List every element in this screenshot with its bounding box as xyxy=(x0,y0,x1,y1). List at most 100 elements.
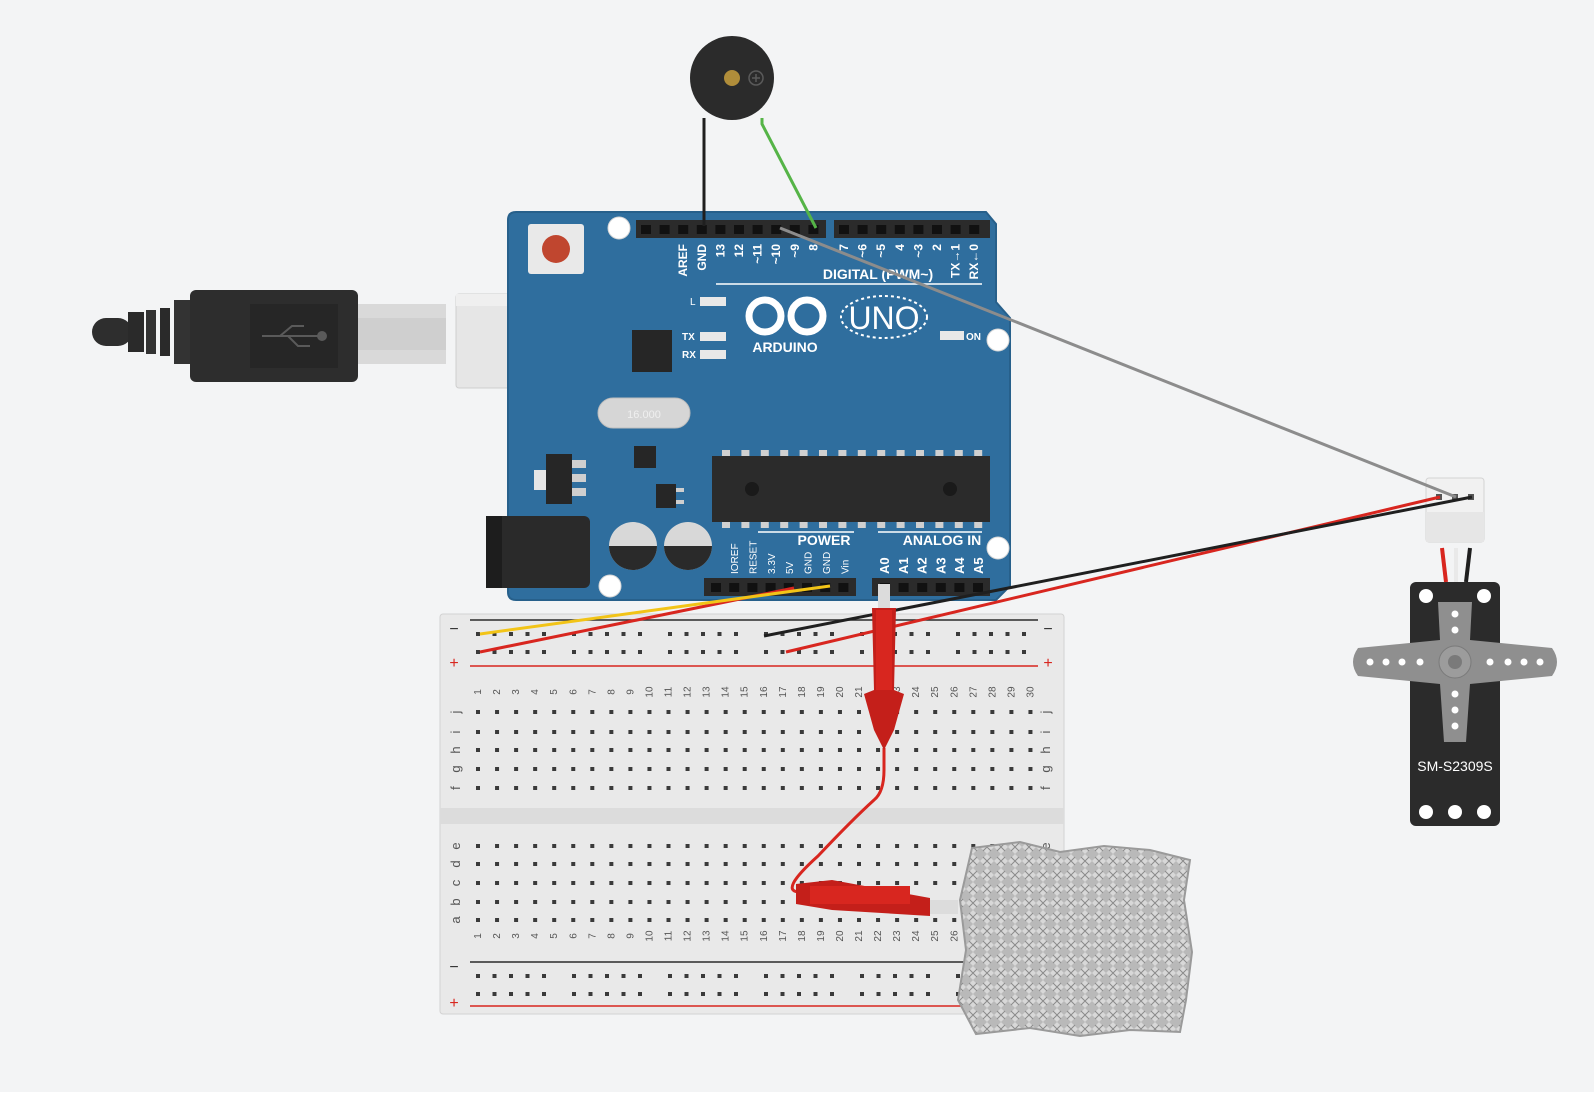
svg-text:16.000: 16.000 xyxy=(627,409,661,421)
digital-pin-label: ~5 xyxy=(874,244,888,258)
svg-text:23: 23 xyxy=(892,930,903,942)
usb-interface-chip xyxy=(632,330,672,372)
analog-pin-label: A1 xyxy=(896,557,911,574)
svg-text:7: 7 xyxy=(587,933,598,939)
led-rx-label: RX xyxy=(682,350,696,361)
power-pin-label: GND xyxy=(804,552,815,574)
led-rx xyxy=(700,350,726,359)
aluminum-foil[interactable] xyxy=(956,840,1194,1038)
logo-brand: ARDUINO xyxy=(752,339,817,355)
alligator-clip-bottom[interactable] xyxy=(796,880,958,916)
alligator-clip-top[interactable] xyxy=(864,584,904,750)
alligator-clip-cable[interactable] xyxy=(790,584,958,916)
analog-pin-label: A5 xyxy=(971,557,986,574)
servo-model-label: SM-S2309S xyxy=(1417,758,1492,774)
digital-pin-label: ~9 xyxy=(788,244,802,258)
svg-text:11: 11 xyxy=(664,930,675,941)
svg-text:19: 19 xyxy=(816,686,827,698)
servo-motor[interactable]: SM-S2309S xyxy=(1353,477,1557,826)
svg-text:25: 25 xyxy=(930,686,941,698)
wire-gnd-rail xyxy=(479,584,831,636)
piezo-buzzer[interactable] xyxy=(690,36,774,120)
svg-text:16: 16 xyxy=(759,930,770,942)
svg-text:b: b xyxy=(448,898,463,905)
svg-text:17: 17 xyxy=(778,686,789,698)
digital-pin-label: AREF xyxy=(676,244,690,277)
led-tx-label: TX xyxy=(682,332,695,343)
led-on-label: ON xyxy=(966,332,981,343)
power-pin-label: 5V xyxy=(785,561,796,574)
led-on xyxy=(940,331,964,340)
svg-text:6: 6 xyxy=(568,933,579,939)
svg-text:28: 28 xyxy=(987,686,998,698)
svg-text:18: 18 xyxy=(797,686,808,698)
digital-pin-label: GND xyxy=(695,244,709,271)
logo-uno: UNO xyxy=(848,300,919,336)
digital-pin-label: ~10 xyxy=(769,244,783,265)
svg-text:17: 17 xyxy=(778,930,789,942)
analog-label: ANALOG IN xyxy=(903,532,982,548)
svg-text:13: 13 xyxy=(702,686,713,698)
svg-text:2: 2 xyxy=(492,689,503,695)
power-pin-label: IOREF xyxy=(730,543,741,574)
digital-pin-label: 12 xyxy=(732,244,746,258)
rail-minus-label-right: − xyxy=(1043,621,1052,638)
svg-text:5: 5 xyxy=(549,933,560,939)
power-pin-label: GND xyxy=(822,552,833,574)
uno-badge xyxy=(840,295,928,339)
digital-pin-label: 4 xyxy=(893,244,907,251)
digital-pin-label: 13 xyxy=(713,244,727,258)
led-l-label: L xyxy=(690,297,696,308)
digital-pin-label: 7 xyxy=(837,244,851,251)
svg-text:9: 9 xyxy=(625,933,636,939)
svg-text:27: 27 xyxy=(968,686,979,698)
svg-text:g: g xyxy=(448,765,463,772)
digital-pin-label: 2 xyxy=(930,244,944,251)
wire-servo-signal xyxy=(779,226,1457,499)
canvas-footer-strip xyxy=(0,1092,1594,1116)
digital-pin-label: ~3 xyxy=(911,244,925,258)
svg-text:e: e xyxy=(448,842,463,849)
reset-button[interactable] xyxy=(528,224,584,274)
svg-text:26: 26 xyxy=(949,686,960,698)
digital-pin-label: 8 xyxy=(806,244,820,251)
rail-minus-label: − xyxy=(449,621,458,638)
svg-text:8: 8 xyxy=(606,689,617,695)
svg-text:29: 29 xyxy=(1006,686,1017,698)
usb-cable[interactable] xyxy=(92,290,446,382)
svg-text:15: 15 xyxy=(740,930,751,942)
svg-text:7: 7 xyxy=(587,689,598,695)
capacitor-2 xyxy=(664,522,712,570)
power-pin-label: Vin xyxy=(840,560,851,574)
capacitor-1 xyxy=(609,522,657,570)
svg-text:5: 5 xyxy=(549,689,560,695)
svg-text:10: 10 xyxy=(644,930,655,942)
svg-text:21: 21 xyxy=(854,930,865,942)
svg-text:8: 8 xyxy=(606,933,617,939)
crystal-oscillator: 16.000 xyxy=(597,397,691,429)
svg-text:21: 21 xyxy=(854,686,865,698)
svg-text:3: 3 xyxy=(511,933,522,939)
rail-minus-label-bottom: − xyxy=(449,959,458,976)
power-pin-label: RESET xyxy=(748,541,759,574)
svg-text:1: 1 xyxy=(473,933,484,939)
svg-text:14: 14 xyxy=(721,930,732,942)
svg-text:j: j xyxy=(448,710,463,714)
svg-text:12: 12 xyxy=(683,686,694,698)
power-jack xyxy=(486,516,590,588)
svg-text:d: d xyxy=(448,860,463,867)
svg-text:a: a xyxy=(448,916,463,924)
servo-horn[interactable] xyxy=(1353,602,1557,742)
svg-text:16: 16 xyxy=(759,686,770,698)
svg-text:f: f xyxy=(1038,786,1053,790)
svg-text:24: 24 xyxy=(911,686,922,698)
svg-text:14: 14 xyxy=(721,686,732,698)
digital-pin-label: TX→1 xyxy=(949,244,963,278)
svg-text:9: 9 xyxy=(625,689,636,695)
analog-pin-label: A3 xyxy=(933,557,948,574)
svg-text:13: 13 xyxy=(702,930,713,942)
